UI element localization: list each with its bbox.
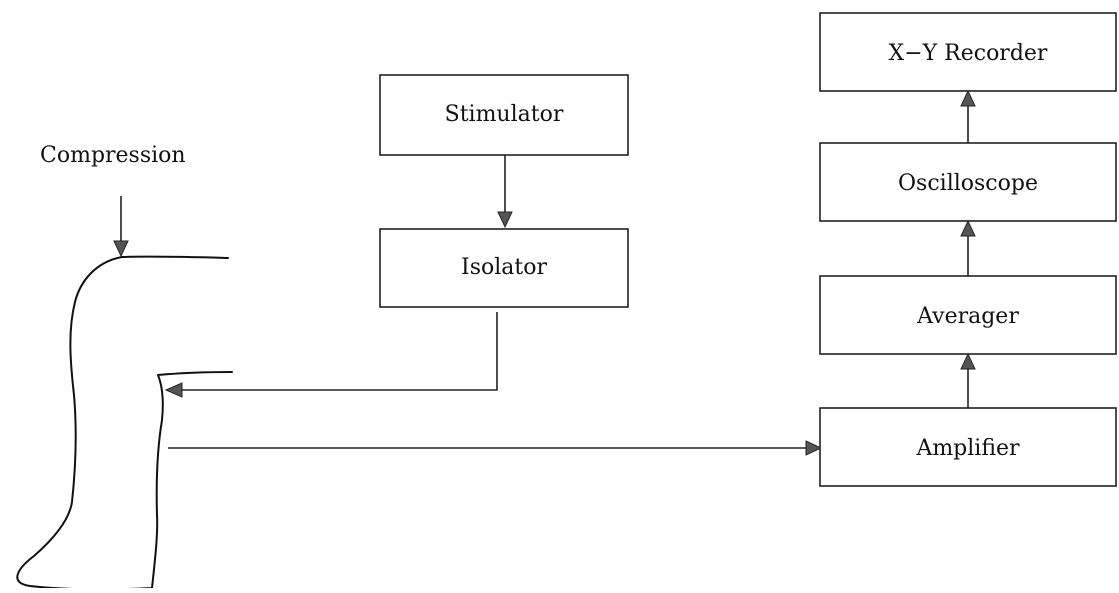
oscilloscope-label: Oscilloscope — [898, 171, 1038, 196]
stimulator-box — [379, 74, 629, 156]
stimulator-label: Stimulator — [445, 102, 564, 127]
amplifier-box — [819, 407, 1117, 487]
isolator-label: Isolator — [461, 255, 547, 280]
xy-recorder-box — [819, 12, 1117, 92]
averager-label: Averager — [916, 304, 1019, 329]
compression-arrowhead — [113, 240, 129, 258]
compression-label: Compression — [40, 143, 186, 168]
oscilloscope-box — [819, 142, 1117, 222]
averager-to-oscilloscope-arrowhead — [960, 219, 976, 237]
amplifier-to-averager-arrowhead — [960, 352, 976, 370]
oscilloscope-to-recorder-arrowhead — [960, 89, 976, 107]
amplifier-label: Amplifier — [915, 436, 1020, 461]
xy-recorder-label: X−Y Recorder — [889, 41, 1048, 66]
isolator-to-limb-arrowhead — [164, 382, 183, 398]
stimulator-to-isolator-arrowhead — [497, 211, 513, 229]
averager-box — [819, 275, 1117, 355]
isolator-to-limb-line — [180, 312, 498, 391]
isolator-box — [379, 228, 629, 308]
limb-outline — [16, 255, 233, 591]
limb-to-amplifier-arrowhead — [805, 440, 823, 456]
